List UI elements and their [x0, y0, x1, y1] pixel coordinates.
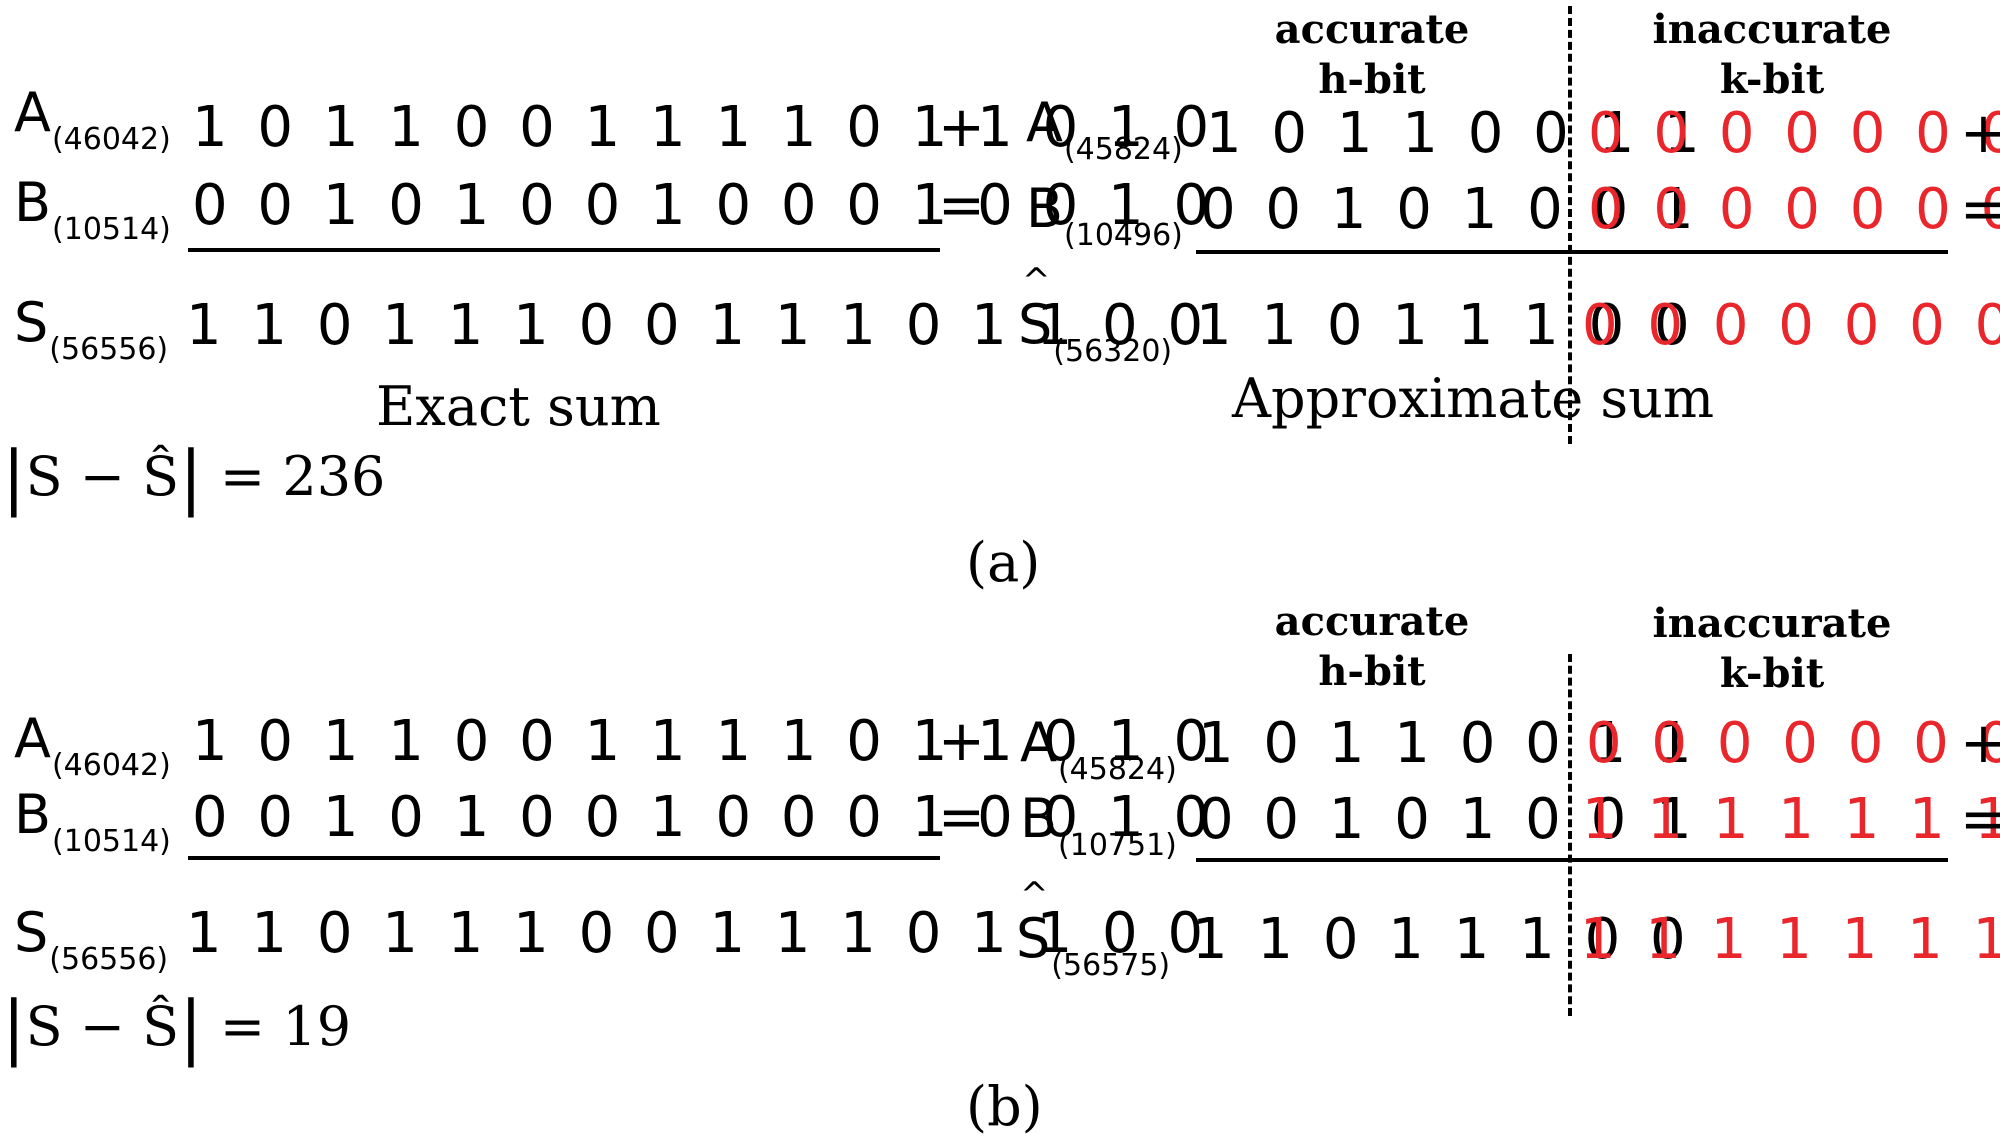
sum-label: S(56556) — [14, 901, 169, 977]
approx-sum-accurate-bits: 1 1 0 1 1 1 0 0 — [1192, 907, 1692, 972]
approx-sum-accurate-bits: 1 1 0 1 1 1 0 0 — [1196, 293, 1696, 358]
plus-operator: + — [1960, 101, 2000, 166]
approx-sum-inaccurate-bits: 1 1 1 1 1 1 1 1 — [1580, 907, 2000, 972]
operand-b-bits: 0 0 1 0 1 0 0 1 0 0 0 1 0 0 1 0 — [192, 785, 1216, 850]
approx-sum-rule — [1196, 250, 1948, 254]
equals-operator: = — [938, 785, 985, 850]
plus-operator: + — [1960, 711, 2000, 776]
approx-sum-label: ^S(56320) — [1018, 261, 1173, 369]
split-divider — [1568, 654, 1572, 1016]
panel-a-caption: (a) — [966, 531, 1041, 594]
error-expression: |S − Ŝ| = 236 — [2, 436, 386, 518]
inaccurate-heading: inaccurate k-bit — [1652, 6, 1892, 103]
sum-bits: 1 1 0 1 1 1 0 0 1 1 1 0 1 1 0 0 — [186, 293, 1210, 358]
approx-b-accurate-bits: 0 0 1 0 1 0 0 1 — [1198, 787, 1698, 852]
sum-rule — [188, 856, 940, 860]
operand-a-bits: 1 0 1 1 0 0 1 1 1 1 0 1 1 0 1 0 — [192, 709, 1216, 774]
approx-operand-b-label: B(10496) — [1026, 177, 1183, 253]
operand-b-label: B(10514) — [14, 783, 171, 859]
approx-sum-inaccurate-bits: 0 0 0 0 0 0 0 0 — [1582, 293, 2000, 358]
approx-b-inaccurate-bits: 1 1 1 1 1 1 1 1 — [1582, 787, 2000, 852]
operand-b-bits: 0 0 1 0 1 0 0 1 0 0 0 1 0 0 1 0 — [192, 173, 1216, 238]
operand-a-label: A(46042) — [14, 81, 171, 157]
approx-operand-b-label: B(10751) — [1020, 787, 1177, 863]
split-divider — [1568, 6, 1572, 444]
approx-b-inaccurate-bits: 0 0 0 0 0 0 0 0 — [1588, 177, 2000, 242]
approx-operand-a-label: A(45824) — [1020, 711, 1177, 787]
plus-operator: + — [938, 95, 985, 160]
plus-operator: + — [938, 709, 985, 774]
sum-bits: 1 1 0 1 1 1 0 0 1 1 1 0 1 1 0 0 — [186, 901, 1210, 966]
approx-a-accurate-bits: 1 0 1 1 0 0 1 1 — [1198, 711, 1698, 776]
exact-sum-title: Exact sum — [376, 375, 661, 438]
approximate-sum-title: Approximate sum — [1232, 367, 1715, 430]
error-expression: |S − Ŝ| = 19 — [2, 986, 352, 1068]
panel-b-caption: (b) — [966, 1075, 1043, 1138]
approx-sum-rule — [1196, 858, 1948, 862]
operand-b-label: B(10514) — [14, 171, 171, 247]
accurate-heading: accurate h-bit — [1274, 598, 1470, 695]
equals-operator: = — [938, 173, 985, 238]
inaccurate-heading: inaccurate k-bit — [1652, 600, 1892, 697]
equals-operator: = — [1960, 787, 2000, 852]
approx-sum-label: ^S(56575) — [1016, 875, 1171, 983]
approx-b-accurate-bits: 0 0 1 0 1 0 0 1 — [1200, 177, 1700, 242]
operand-a-bits: 1 0 1 1 0 0 1 1 1 1 0 1 1 0 1 0 — [192, 95, 1216, 160]
approx-a-inaccurate-bits: 0 0 0 0 0 0 0 0 — [1588, 101, 2000, 166]
equals-operator: = — [1960, 177, 2000, 242]
approx-a-accurate-bits: 1 0 1 1 0 0 1 1 — [1206, 101, 1706, 166]
sum-rule — [188, 248, 940, 252]
approx-a-inaccurate-bits: 0 0 0 0 0 0 0 0 — [1586, 711, 2000, 776]
operand-a-label: A(46042) — [14, 707, 171, 783]
accurate-heading: accurate h-bit — [1274, 6, 1470, 103]
sum-label: S(56556) — [14, 291, 169, 367]
approx-operand-a-label: A(45824) — [1026, 91, 1183, 167]
